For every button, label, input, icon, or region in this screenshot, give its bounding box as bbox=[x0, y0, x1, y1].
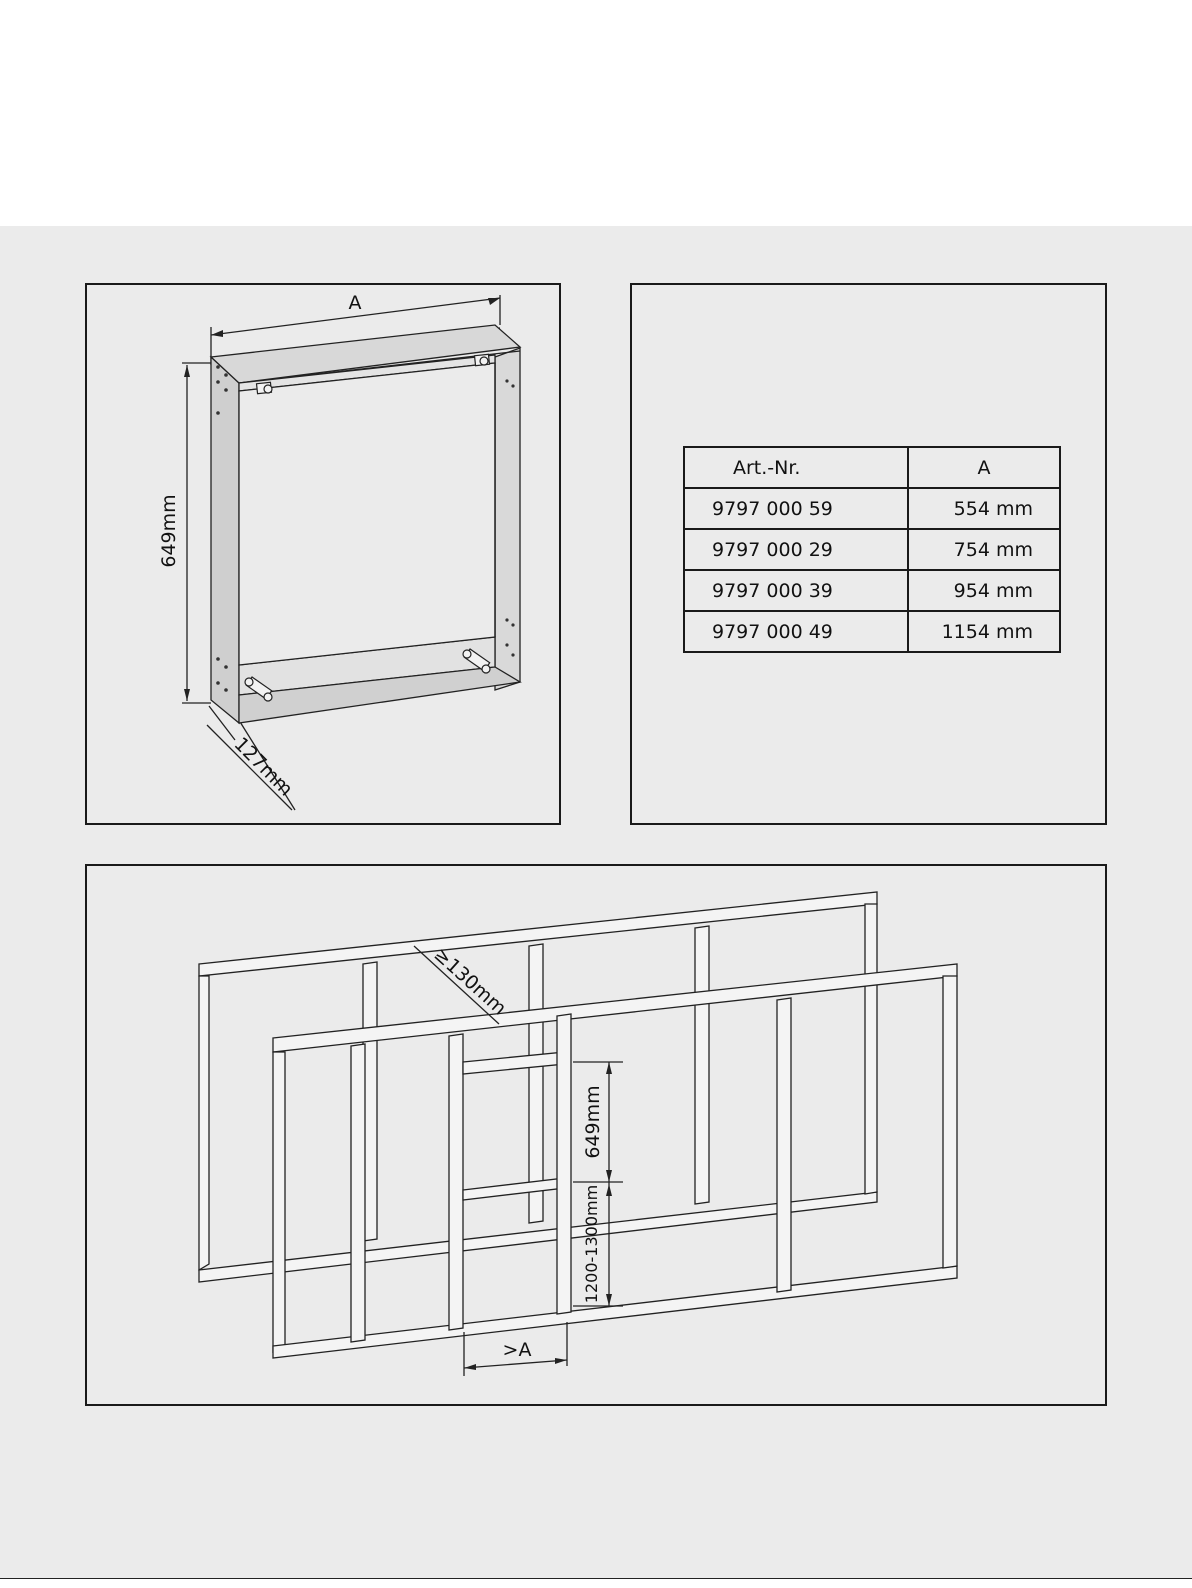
table-row: 9797 000 29 754 mm bbox=[684, 529, 1060, 570]
table-row: 9797 000 49 1154 mm bbox=[684, 611, 1060, 652]
cell-a: 1154 mm bbox=[908, 611, 1060, 652]
cell-art-nr: 9797 000 49 bbox=[684, 611, 908, 652]
header-a: A bbox=[908, 447, 1060, 488]
table-row: 9797 000 39 954 mm bbox=[684, 570, 1060, 611]
frame-width-label: A bbox=[349, 292, 362, 314]
cell-art-nr: 9797 000 29 bbox=[684, 529, 908, 570]
cell-a: 954 mm bbox=[908, 570, 1060, 611]
table-header-row: Art.-Nr. A bbox=[684, 447, 1060, 488]
frame-height-label: 649mm bbox=[158, 494, 180, 567]
cell-a: 754 mm bbox=[908, 529, 1060, 570]
cell-art-nr: 9797 000 59 bbox=[684, 488, 908, 529]
frame-diagram: A 649mm 127mm bbox=[87, 285, 559, 823]
article-table-panel: Art.-Nr. A 9797 000 59 554 mm 9797 000 2… bbox=[630, 283, 1107, 825]
frame-depth-label: 127mm bbox=[230, 733, 297, 800]
wall-installation-diagram: ≥130mm 649mm 1200-1300mm >A bbox=[87, 866, 1105, 1404]
wall-installation-panel: ≥130mm 649mm 1200-1300mm >A bbox=[85, 864, 1107, 1406]
frame-diagram-panel: A 649mm 127mm bbox=[85, 283, 561, 825]
header-art-nr: Art.-Nr. bbox=[684, 447, 908, 488]
spacing-label: ≥130mm bbox=[430, 944, 511, 1020]
page-bottom-rule bbox=[0, 1578, 1192, 1588]
wall-width-label: >A bbox=[503, 1339, 532, 1361]
wall-height-label: 649mm bbox=[582, 1085, 604, 1158]
cell-a: 554 mm bbox=[908, 488, 1060, 529]
table-row: 9797 000 59 554 mm bbox=[684, 488, 1060, 529]
article-table: Art.-Nr. A 9797 000 59 554 mm 9797 000 2… bbox=[683, 446, 1061, 653]
cell-art-nr: 9797 000 39 bbox=[684, 570, 908, 611]
mount-height-label: 1200-1300mm bbox=[582, 1185, 601, 1303]
